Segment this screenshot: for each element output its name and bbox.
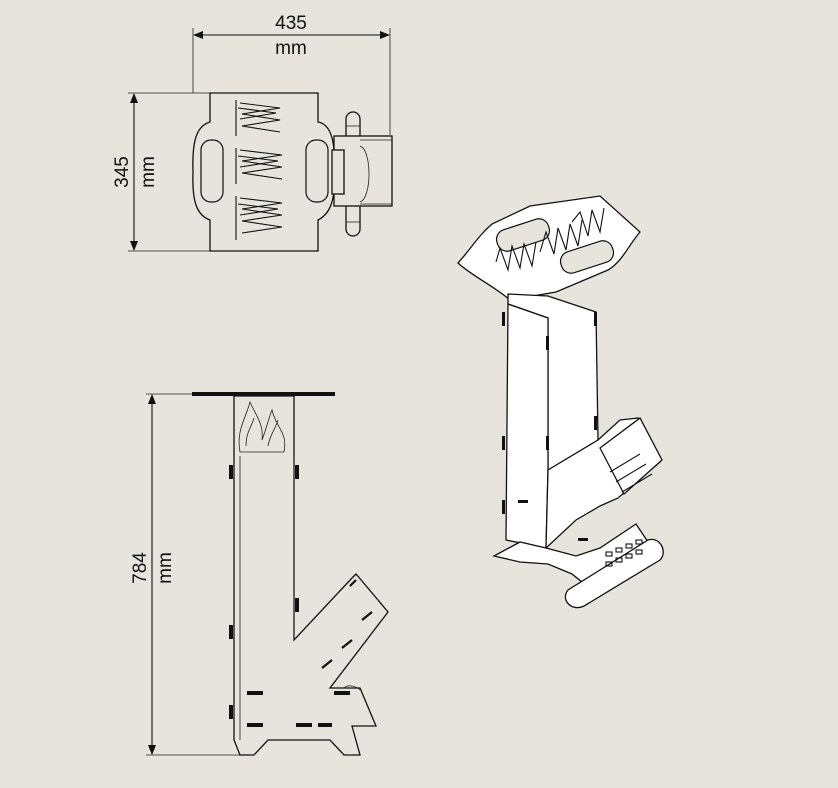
width-unit: mm: [275, 38, 307, 59]
iso-top-plate: [457, 195, 641, 301]
grate-slots: [235, 100, 283, 240]
front-view: 784 mm: [130, 392, 389, 756]
top-view: 435 mm 345 mm: [112, 13, 393, 252]
feed-tube-top: [331, 111, 393, 237]
side-tabs: [229, 465, 350, 727]
isometric-view: [457, 195, 664, 609]
height-unit: mm: [155, 552, 176, 584]
right-handle-slot: [305, 139, 329, 203]
iso-vent-holes: [605, 539, 643, 567]
left-handle-slot: [200, 139, 224, 203]
flame-cutout: [238, 400, 286, 453]
depth-unit: mm: [138, 156, 159, 188]
stove-body-outline: [233, 395, 389, 756]
iso-feed-tube: [564, 538, 664, 609]
feed-tube-slats: [321, 579, 373, 669]
top-plate-outline: [192, 92, 336, 252]
height-value: 784: [130, 552, 151, 584]
depth-value: 345: [112, 156, 133, 188]
width-value: 435: [275, 13, 307, 34]
top-plate-edge: [192, 392, 335, 396]
iso-tabs: [502, 312, 597, 541]
